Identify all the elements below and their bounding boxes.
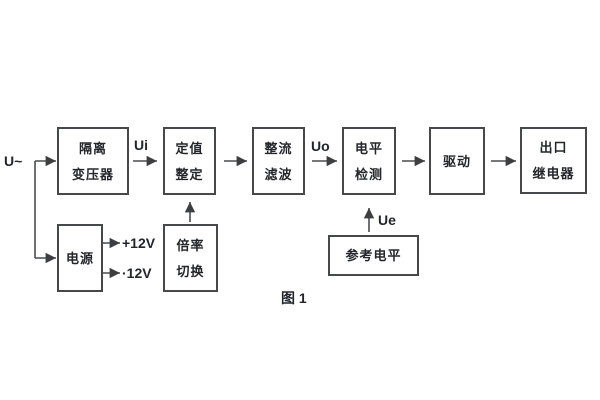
block-rectify-filter: 整流 滤波 (252, 127, 305, 195)
block-label: 检测 (354, 166, 383, 182)
block-label: 继电器 (532, 166, 575, 181)
block-label: 变压器 (71, 166, 114, 182)
block-label: 参考电平 (345, 248, 402, 263)
block-label: 出口 (539, 140, 568, 155)
block-label: 电平 (354, 140, 383, 156)
block-label: 驱动 (442, 153, 471, 169)
block-label: 定值 (175, 140, 204, 156)
block-label: 整流 (264, 140, 293, 156)
figure-caption: 图 1 (281, 290, 307, 306)
block-label: 整定 (175, 166, 204, 182)
block-drive: 驱动 (429, 127, 485, 195)
minus-12v-label: ·12V (122, 265, 152, 281)
uo-signal-label: Uo (311, 138, 330, 154)
block-power-supply: 电源 (57, 224, 103, 292)
block-label: 隔离 (78, 140, 107, 156)
block-label: 切换 (176, 263, 205, 279)
block-label: 电源 (65, 250, 94, 266)
ue-signal-label: Ue (378, 212, 396, 228)
plus-12v-label: +12V (122, 235, 156, 251)
block-setting-adjust: 定值 整定 (163, 127, 216, 195)
block-isolation-transformer: 隔离 变压器 (57, 127, 129, 195)
block-label: 倍率 (176, 237, 205, 253)
block-ratio-switch: 倍率 切换 (163, 224, 218, 292)
input-voltage-label: U~ (4, 153, 23, 169)
block-output-relay: 出口 继电器 (520, 127, 587, 194)
block-reference-level: 参考电平 (328, 235, 419, 276)
ui-signal-label: Ui (134, 137, 148, 153)
block-label: 滤波 (264, 166, 293, 182)
block-level-detect: 电平 检测 (342, 127, 396, 195)
